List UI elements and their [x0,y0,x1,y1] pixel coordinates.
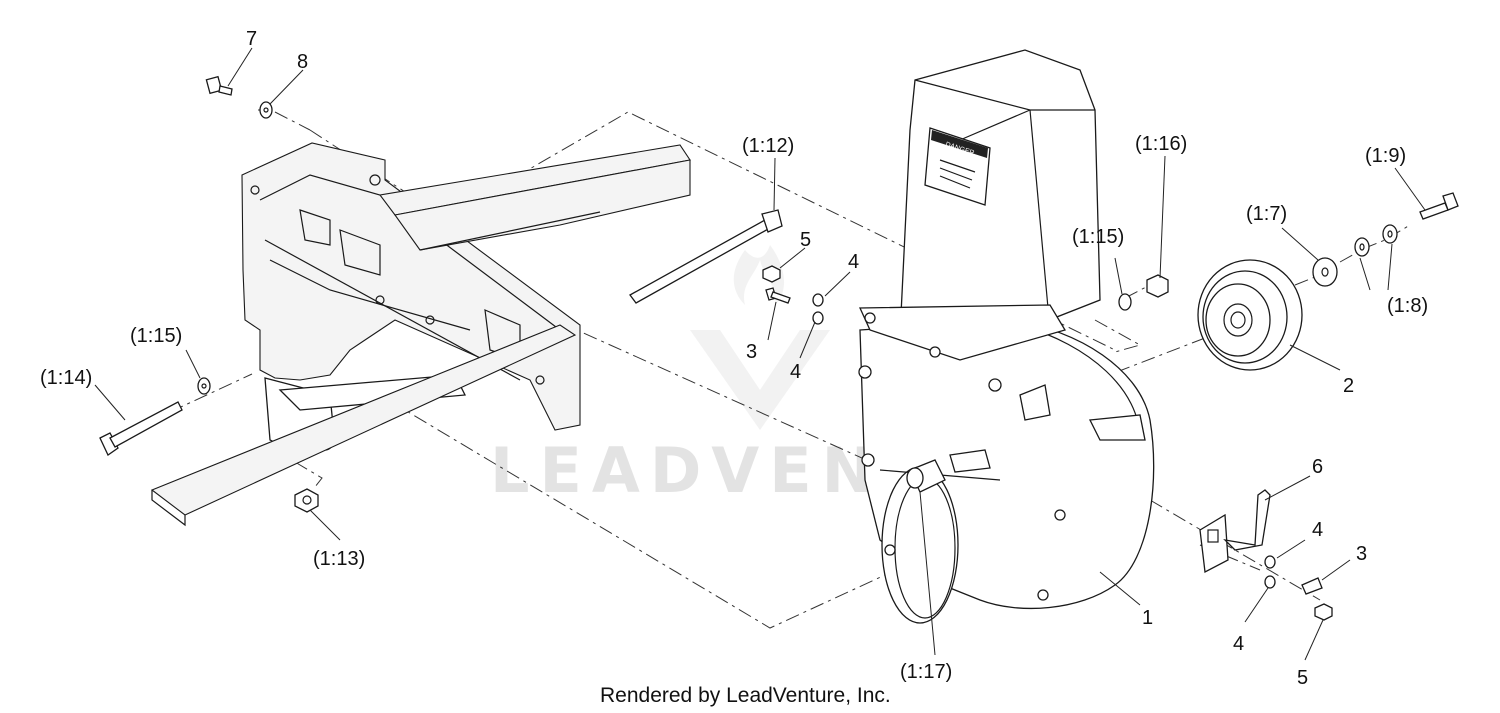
bolt-3-upper [765,287,791,304]
washer-4-lower-a [1264,555,1276,569]
callout-4-upper-b: 4 [790,361,801,383]
blower-housing [858,319,1155,624]
callout-2: 2 [1343,375,1354,397]
callout-6: 6 [1312,456,1323,478]
callout-7: 7 [246,28,257,50]
discharge-chute [858,49,1101,361]
callout-1-15-right: (1:15) [1072,226,1124,248]
callout-1: 1 [1142,607,1153,629]
callout-3-lower: 3 [1356,543,1367,565]
bolt-7 [205,75,233,96]
pulley-2 [1197,259,1303,371]
washer-1-15-left [197,377,211,395]
bolt-1-9 [1419,192,1459,220]
long-bolt-1-12 [629,209,783,304]
leader-lines [94,47,1426,661]
watermark-logo [690,245,830,430]
nut-5-lower [1314,603,1333,621]
washer-1-15-right [1118,293,1132,311]
callout-1-16: (1:16) [1135,133,1187,155]
callout-4-upper-a: 4 [848,251,859,273]
bolt-1-14 [99,401,183,456]
washer-4-lower-b [1264,575,1276,589]
footer-credit: Rendered by LeadVenture, Inc. [600,684,891,707]
callout-1-13: (1:13) [313,548,365,570]
callout-1-15-left: (1:15) [130,325,182,347]
callout-1-7: (1:7) [1246,203,1287,225]
washer-4-upper-b [812,311,824,325]
bracket-6 [1199,489,1271,574]
callout-4-lower-b: 4 [1233,633,1244,655]
callout-8: 8 [297,51,308,73]
callout-5-upper: 5 [800,229,811,251]
callout-1-12: (1:12) [742,135,794,157]
callout-1-8: (1:8) [1387,295,1428,317]
washer-8 [259,101,273,119]
callout-1-17: (1:17) [900,661,952,683]
bolt-3-lower [1301,577,1323,595]
rail-beam [379,144,691,251]
callout-4-lower-a: 4 [1312,519,1323,541]
nut-1-13 [294,488,319,513]
spacer-sleeve [906,449,991,493]
nut-1-16 [1146,274,1169,298]
callout-5-lower: 5 [1297,667,1308,689]
washer-1-7 [1312,257,1338,287]
washer-1-8-b [1382,224,1398,244]
washer-1-8-a [1354,237,1370,257]
callout-1-14: (1:14) [40,367,92,389]
callout-1-9: (1:9) [1365,145,1406,167]
nut-5-upper [762,265,781,283]
washer-4-upper-a [812,293,824,307]
danger-decal: DANGER [924,127,991,206]
flat-bar [150,324,577,527]
callout-3-upper: 3 [746,341,757,363]
callout-labels: 7 8 (1:12) 5 4 3 4 (1:15) (1:16) (1:7) (… [40,28,1428,689]
